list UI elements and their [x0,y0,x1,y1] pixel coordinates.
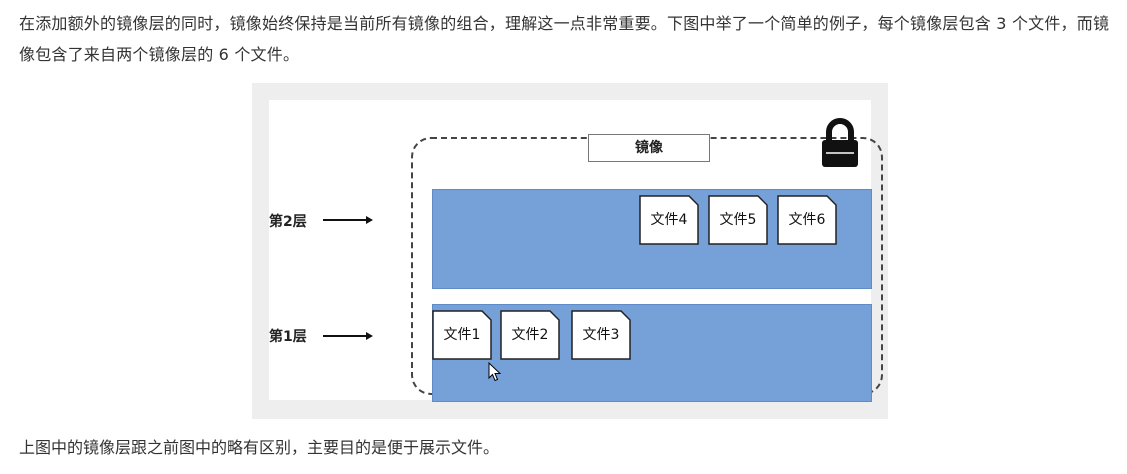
file-label: 文件1 [443,327,481,343]
intro-paragraph: 在添加额外的镜像层的同时，镜像始终保持是当前所有镜像的组合，理解这一点非常重要。… [19,14,1110,64]
lock-icon [822,118,858,167]
layer-1-label: 第1层 [269,329,307,345]
conclusion-paragraph: 上图中的镜像层跟之前图中的略有区别，主要目的是便于展示文件。 [19,438,500,457]
file-label: 文件2 [511,327,549,343]
arrow-right-icon [323,332,373,340]
file-icon: 文件3 [571,310,631,360]
file-icon: 文件2 [500,310,560,360]
mouse-pointer-icon [488,362,502,382]
file-label: 文件5 [719,212,757,228]
layer-1 [432,304,872,402]
file-icon: 文件5 [708,195,768,245]
arrow-right-icon [323,216,373,224]
file-label: 文件4 [650,212,688,228]
file-icon: 文件6 [777,195,837,245]
figure-canvas: 镜像 第2层 第1层 文件4 文件5 文 [269,100,883,402]
file-icon: 文件4 [639,195,699,245]
image-layers-figure: 镜像 第2层 第1层 文件4 文件5 文 [252,83,888,419]
image-label: 镜像 [588,134,710,162]
file-icon: 文件1 [432,310,492,360]
file-label: 文件6 [788,212,826,228]
layer-2-label: 第2层 [269,214,307,230]
file-label: 文件3 [582,327,620,343]
